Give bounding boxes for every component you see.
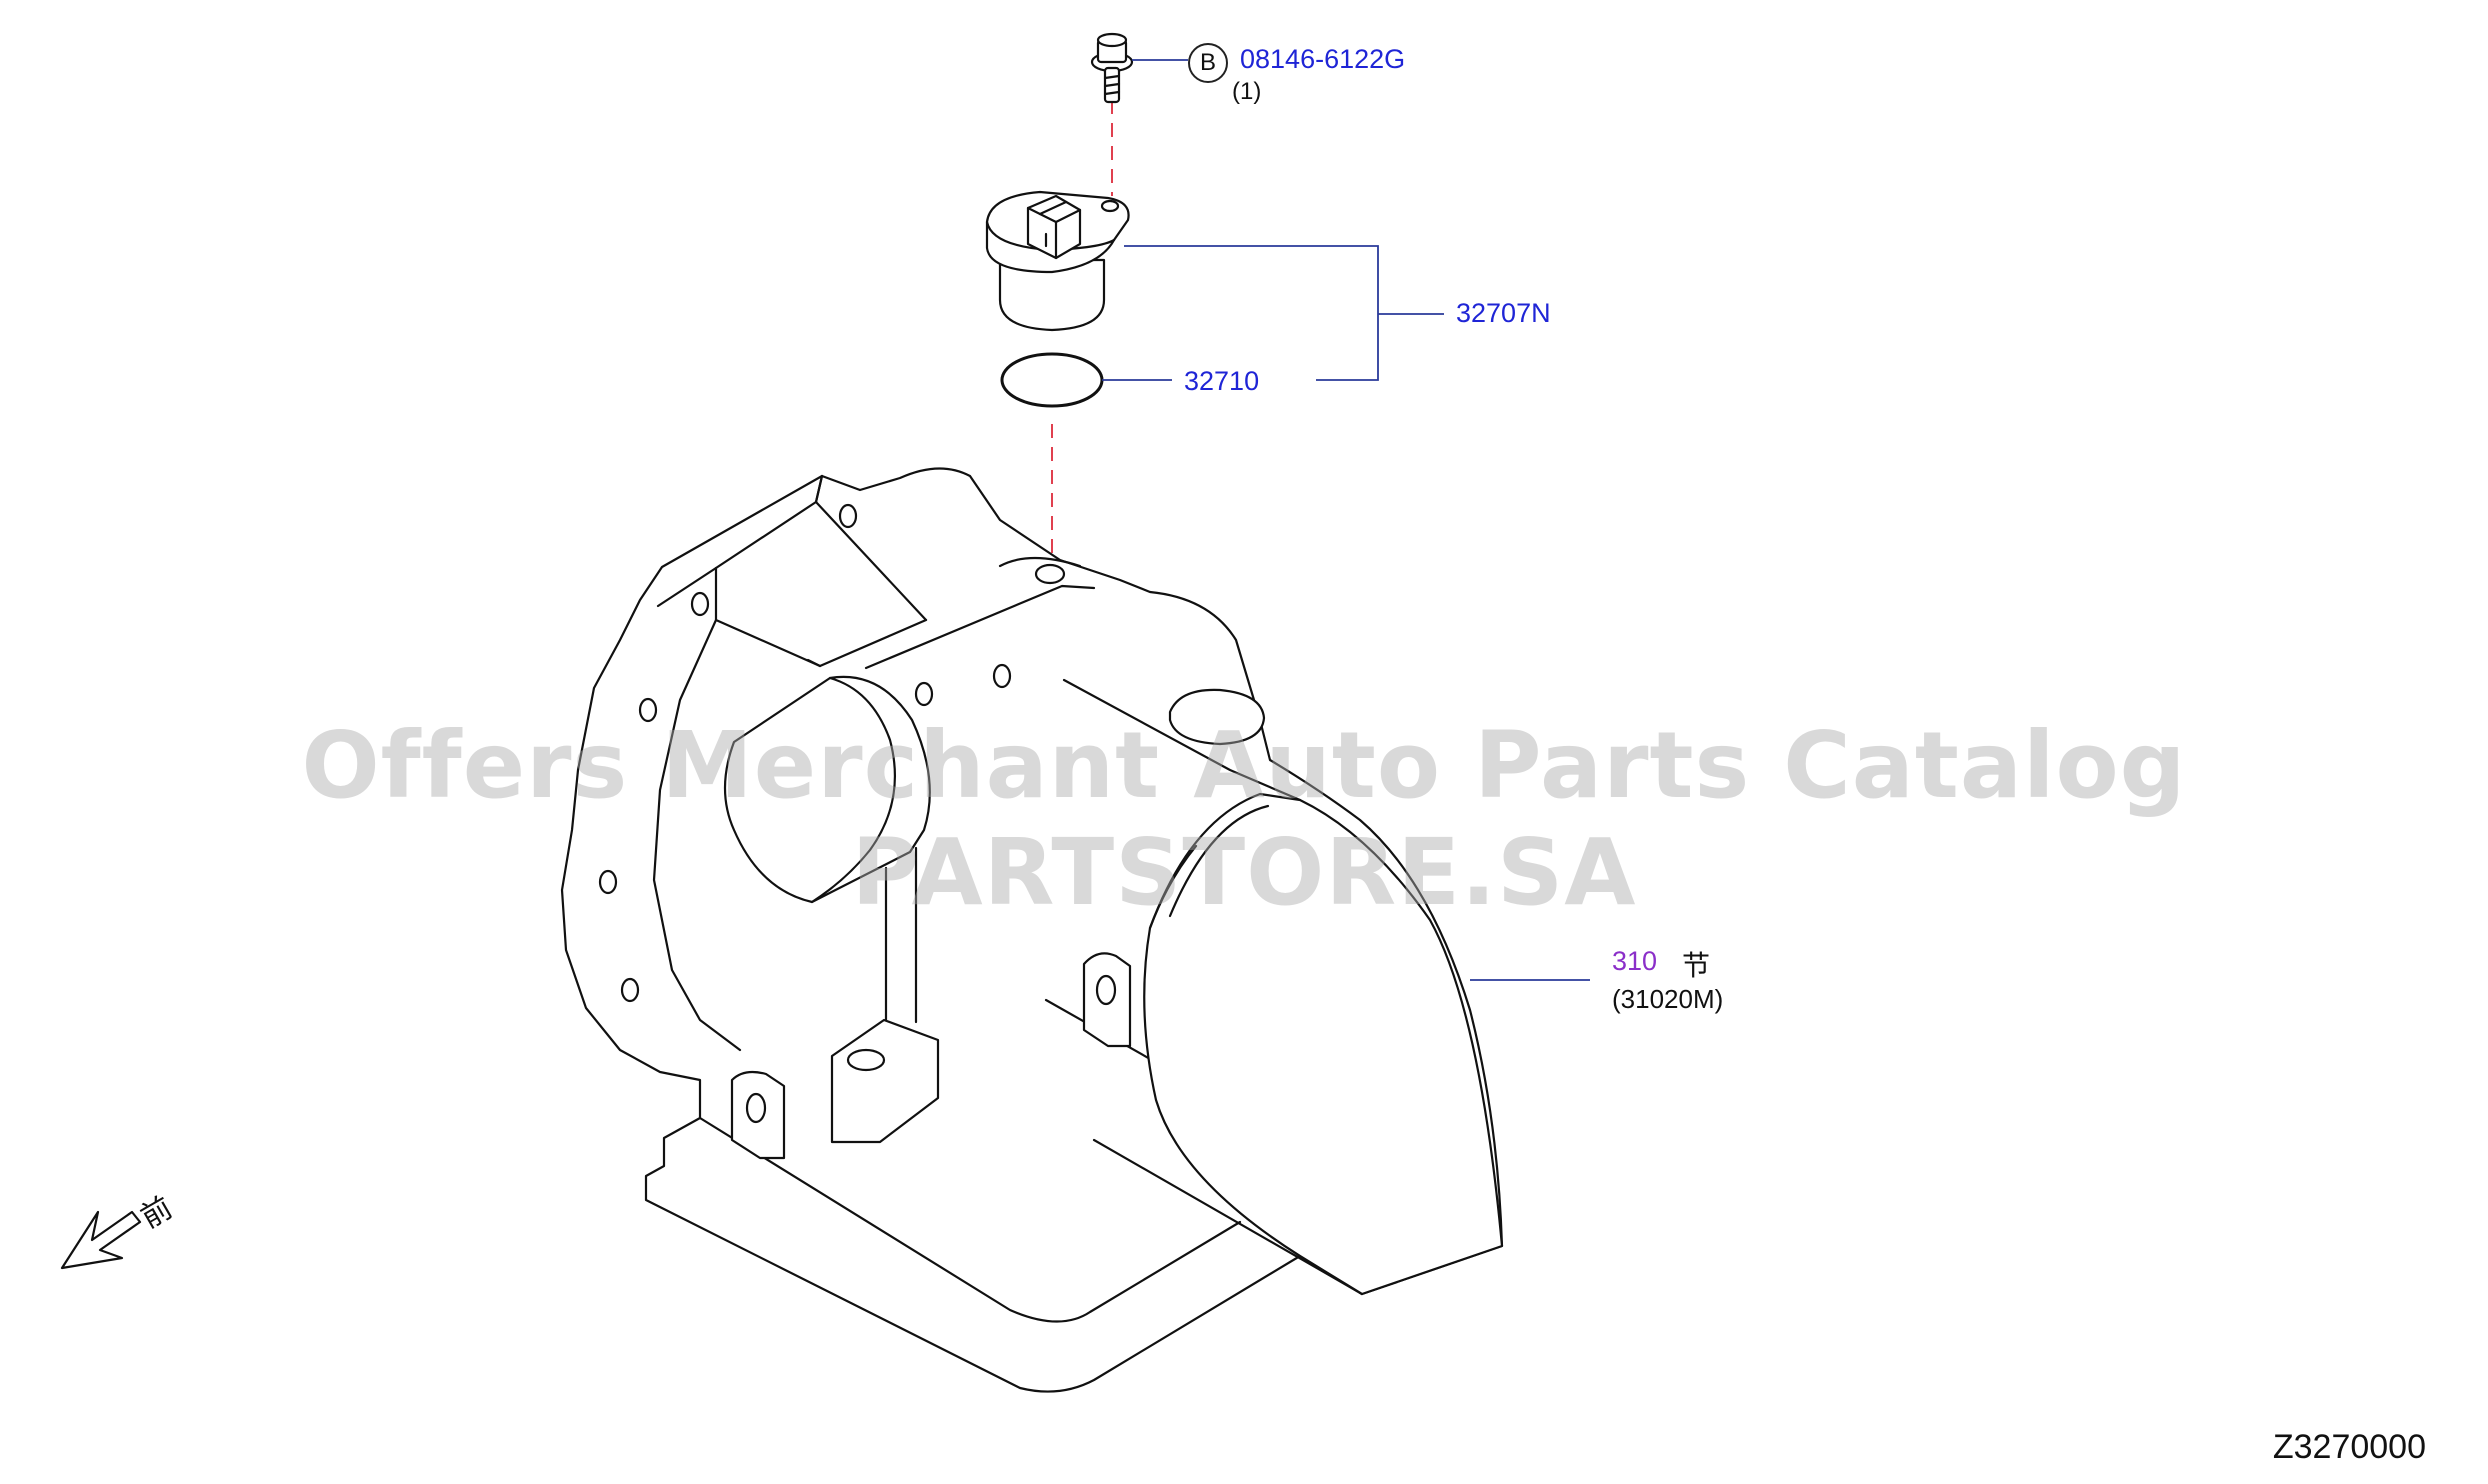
bolt-symbol-badge: B [1188,43,1228,83]
o-ring-part-number[interactable]: 32710 [1184,366,1260,396]
transmission-sub-number: (31020M) [1612,984,1724,1014]
speed-sensor-part[interactable] [985,190,1130,332]
transmission-note: 节 [1682,950,1711,981]
diagram-code: Z3270000 [2272,1428,2426,1466]
front-arrow-icon [60,1210,142,1270]
sensor-assembly-part-number[interactable]: 32707N [1456,298,1551,328]
bolt-quantity: (1) [1232,78,1262,105]
bolt-part-number[interactable]: 08146-6122G [1240,44,1406,74]
transmission-section-number[interactable]: 310 [1612,946,1658,976]
transmission-housing[interactable] [560,467,1504,1393]
sensor-assembly-bracket [1124,245,1379,381]
bolt-part[interactable] [1090,32,1134,104]
o-ring-part[interactable] [1000,352,1104,408]
